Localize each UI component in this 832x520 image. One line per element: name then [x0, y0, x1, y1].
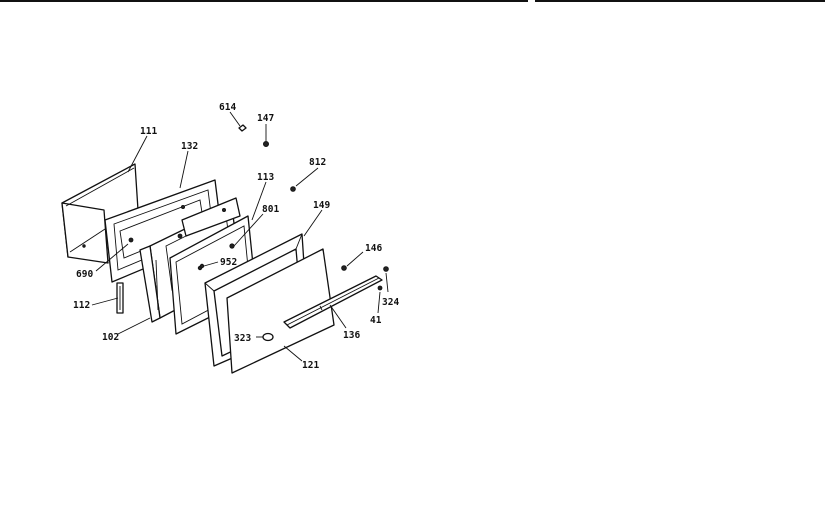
- leader-lines: [91, 111, 389, 362]
- label-147: 147: [257, 113, 274, 124]
- part-136-handle: [283, 275, 383, 329]
- label-690: 690: [76, 269, 93, 280]
- part-labels: 614 147 111 132 812 113 801 149 690 952 …: [73, 102, 399, 371]
- label-614: 614: [219, 102, 236, 113]
- label-41: 41: [370, 315, 382, 326]
- label-102: 102: [102, 332, 119, 343]
- top-rule-left: [0, 0, 528, 2]
- label-111: 111: [140, 126, 157, 137]
- part-146-screw: [341, 265, 347, 271]
- label-132: 132: [181, 141, 198, 152]
- part-812-screw: [290, 186, 296, 192]
- label-323: 323: [234, 333, 251, 344]
- part-324-screw: [383, 266, 389, 272]
- part-147-screw: [262, 140, 269, 147]
- label-812: 812: [309, 157, 326, 168]
- label-121: 121: [302, 360, 319, 371]
- label-146: 146: [365, 243, 382, 254]
- label-952: 952: [220, 257, 237, 268]
- top-rule-right: [535, 0, 825, 2]
- label-136: 136: [343, 330, 360, 341]
- label-801: 801: [262, 204, 279, 215]
- part-121-outer-panel: [226, 248, 335, 374]
- part-952-screw: [199, 263, 205, 269]
- part-323-bumper: [262, 332, 274, 342]
- label-113: 113: [257, 172, 274, 183]
- part-41-screw: [377, 285, 383, 291]
- label-112: 112: [73, 300, 90, 311]
- part-614-screw: [238, 124, 247, 132]
- label-324: 324: [382, 297, 399, 308]
- label-149: 149: [313, 200, 330, 211]
- hardware-parts: [199, 124, 389, 342]
